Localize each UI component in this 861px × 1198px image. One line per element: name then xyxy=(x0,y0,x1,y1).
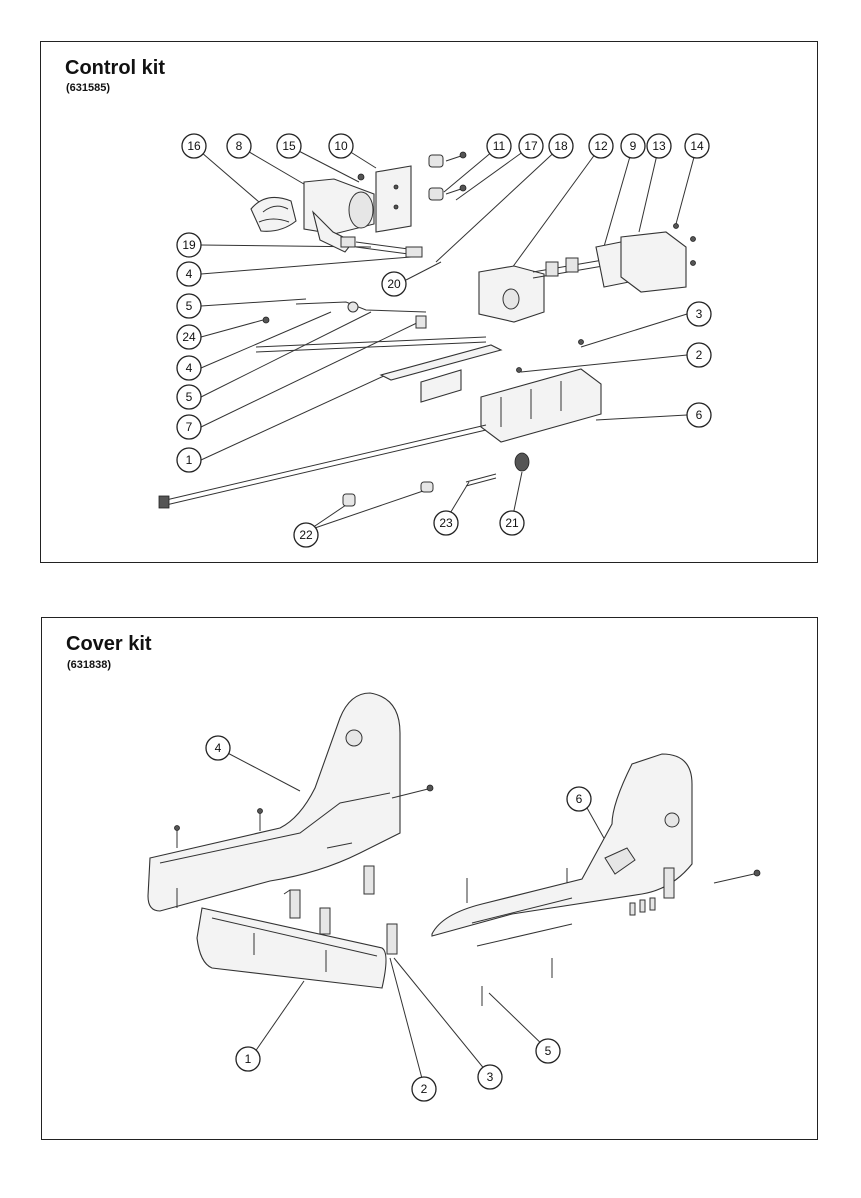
callout-24: 24 xyxy=(176,324,202,350)
callout-10: 10 xyxy=(328,133,354,159)
callout-23: 23 xyxy=(433,510,459,536)
cover-kit-panel: Cover kit (631838) xyxy=(41,617,818,1140)
housing-part xyxy=(620,231,687,293)
cover-callout-5: 5 xyxy=(535,1038,561,1064)
callout-6: 6 xyxy=(686,402,712,428)
callout-19: 19 xyxy=(176,232,202,258)
callout-22: 22 xyxy=(293,522,319,548)
pump-bracket-part xyxy=(250,196,297,232)
control-kit-callouts: 16 8 15 10 11 17 18 12 9 13 14 19 4 20 5… xyxy=(176,133,712,548)
cover-callout-1: 1 xyxy=(235,1046,261,1072)
control-kit-exploded-diagram: 16 8 15 10 11 17 18 12 9 13 14 19 4 20 5… xyxy=(158,133,712,548)
svg-text:6: 6 xyxy=(696,408,703,422)
cover-kit-parts xyxy=(147,692,761,1006)
control-kit-leader-lines xyxy=(193,145,698,531)
svg-text:5: 5 xyxy=(545,1044,552,1058)
callout-4-lower: 4 xyxy=(176,355,202,381)
callout-17: 17 xyxy=(518,133,544,159)
svg-text:4: 4 xyxy=(215,741,222,755)
mounting-plate-part xyxy=(375,165,412,233)
svg-text:20: 20 xyxy=(387,277,401,291)
svg-text:18: 18 xyxy=(554,139,568,153)
right-side-cover-part xyxy=(431,753,693,937)
callout-9: 9 xyxy=(620,133,646,159)
control-kit-panel: Control kit (631585) xyxy=(40,41,818,563)
svg-text:22: 22 xyxy=(299,528,313,542)
cover-callout-6: 6 xyxy=(566,786,592,812)
callout-3: 3 xyxy=(686,301,712,327)
svg-text:3: 3 xyxy=(487,1070,494,1084)
front-trim-part xyxy=(196,907,387,989)
callout-8: 8 xyxy=(226,133,252,159)
cover-kit-leader-lines xyxy=(219,748,615,1087)
callout-20: 20 xyxy=(381,271,407,297)
svg-text:4: 4 xyxy=(186,267,193,281)
svg-text:13: 13 xyxy=(652,139,666,153)
cover-kit-title: Cover kit xyxy=(66,633,152,655)
svg-text:5: 5 xyxy=(186,299,193,313)
callout-4-upper: 4 xyxy=(176,261,202,287)
svg-text:4: 4 xyxy=(186,361,193,375)
svg-text:1: 1 xyxy=(245,1052,252,1066)
control-box-part xyxy=(480,368,602,443)
svg-text:12: 12 xyxy=(594,139,608,153)
svg-text:6: 6 xyxy=(576,792,583,806)
callout-7: 7 xyxy=(176,414,202,440)
callout-15: 15 xyxy=(276,133,302,159)
svg-text:14: 14 xyxy=(690,139,704,153)
cover-kit-part-number: (631838) xyxy=(67,659,112,671)
callout-1: 1 xyxy=(176,447,202,473)
left-side-cover-part xyxy=(147,692,401,912)
bracket-6-part xyxy=(604,847,636,875)
cover-callout-4: 4 xyxy=(205,735,231,761)
svg-text:23: 23 xyxy=(439,516,453,530)
control-kit-part-number: (631585) xyxy=(66,82,111,94)
svg-text:15: 15 xyxy=(282,139,296,153)
callout-5-lower: 5 xyxy=(176,384,202,410)
svg-text:8: 8 xyxy=(236,139,243,153)
callout-5-upper: 5 xyxy=(176,293,202,319)
cover-kit-exploded-diagram: 4 6 1 2 3 5 xyxy=(147,692,761,1102)
rail-part xyxy=(379,344,503,381)
svg-text:16: 16 xyxy=(187,139,201,153)
callout-18: 18 xyxy=(548,133,574,159)
svg-text:19: 19 xyxy=(182,238,196,252)
svg-text:17: 17 xyxy=(524,139,538,153)
cover-kit-callouts: 4 6 1 2 3 5 xyxy=(205,735,592,1102)
svg-text:11: 11 xyxy=(493,139,506,153)
svg-text:21: 21 xyxy=(505,516,519,530)
callout-12: 12 xyxy=(588,133,614,159)
control-kit-parts xyxy=(158,151,696,509)
callout-2: 2 xyxy=(686,342,712,368)
svg-text:9: 9 xyxy=(630,139,637,153)
svg-text:5: 5 xyxy=(186,390,193,404)
cover-callout-2: 2 xyxy=(411,1076,437,1102)
callout-21: 21 xyxy=(499,510,525,536)
callout-13: 13 xyxy=(646,133,672,159)
callout-11: 11 xyxy=(486,133,512,159)
svg-text:10: 10 xyxy=(334,139,348,153)
svg-text:2: 2 xyxy=(421,1082,428,1096)
svg-text:2: 2 xyxy=(696,348,703,362)
svg-text:3: 3 xyxy=(696,307,703,321)
control-kit-title: Control kit xyxy=(65,57,165,79)
svg-text:24: 24 xyxy=(182,330,196,344)
callout-16: 16 xyxy=(181,133,207,159)
svg-text:7: 7 xyxy=(186,420,193,434)
cover-callout-3: 3 xyxy=(477,1064,503,1090)
svg-text:1: 1 xyxy=(186,453,193,467)
callout-14: 14 xyxy=(684,133,710,159)
